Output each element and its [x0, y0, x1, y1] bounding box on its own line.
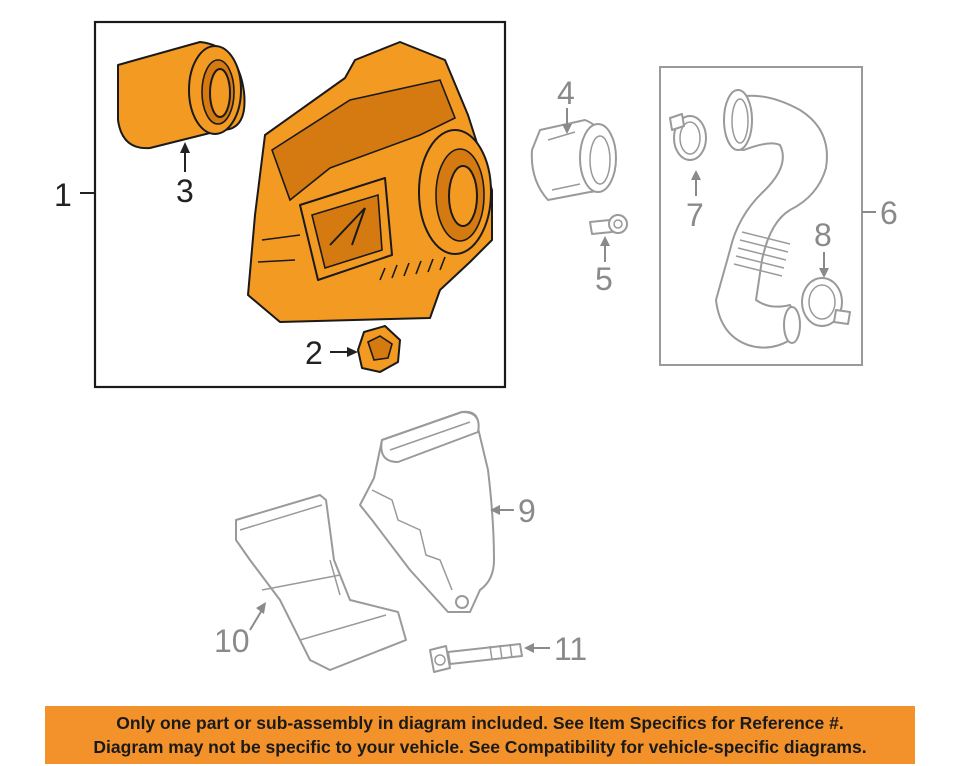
callout-6: 6 — [880, 195, 898, 231]
bolt-part-11 — [429, 643, 523, 673]
air-deflector-part-10 — [235, 494, 407, 671]
intake-hose — [715, 89, 828, 349]
callout-10-leader — [249, 609, 263, 631]
air-inlet-duct-part-9 — [359, 410, 495, 613]
callout-5: 5 — [595, 261, 613, 297]
callout-10: 10 — [214, 623, 250, 659]
callout-11: 11 — [554, 631, 587, 667]
disclaimer-line-1: Only one part or sub-assembly in diagram… — [116, 713, 844, 733]
callout-8-arrowhead — [819, 268, 829, 278]
screw-part-5 — [589, 214, 628, 235]
callout-5-arrowhead — [600, 236, 610, 246]
callout-7-arrowhead — [691, 170, 701, 180]
parts-diagram: 1 3 2 4 — [54, 20, 898, 673]
air-cleaner-housing — [247, 41, 493, 323]
callout-2: 2 — [305, 335, 323, 371]
assembly-box-outline — [93, 20, 507, 389]
callout-11-arrowhead — [524, 643, 534, 653]
disclaimer-banner: Only one part or sub-assembly in diagram… — [45, 706, 915, 764]
callout-10-arrowhead — [256, 602, 266, 614]
callout-8: 8 — [814, 217, 832, 253]
callout-4: 4 — [557, 75, 575, 111]
callout-9: 9 — [518, 493, 536, 529]
callout-1: 1 — [54, 177, 72, 213]
hose-group-box-outline — [659, 66, 863, 366]
callout-2-arrowhead — [347, 347, 358, 357]
callout-4-arrowhead — [562, 124, 572, 134]
hose-clamp-part-8 — [801, 277, 851, 327]
callout-3: 3 — [176, 173, 194, 209]
disclaimer-line-2: Diagram may not be specific to your vehi… — [93, 737, 867, 757]
callout-3-arrowhead — [180, 142, 190, 153]
duct-adapter-part-4 — [530, 119, 617, 201]
callout-9-arrowhead — [490, 505, 500, 515]
hose-clamp-part-7 — [669, 113, 707, 161]
air-filter-element — [117, 41, 246, 150]
callout-7: 7 — [686, 197, 704, 233]
housing-cap-part-2 — [357, 325, 401, 373]
